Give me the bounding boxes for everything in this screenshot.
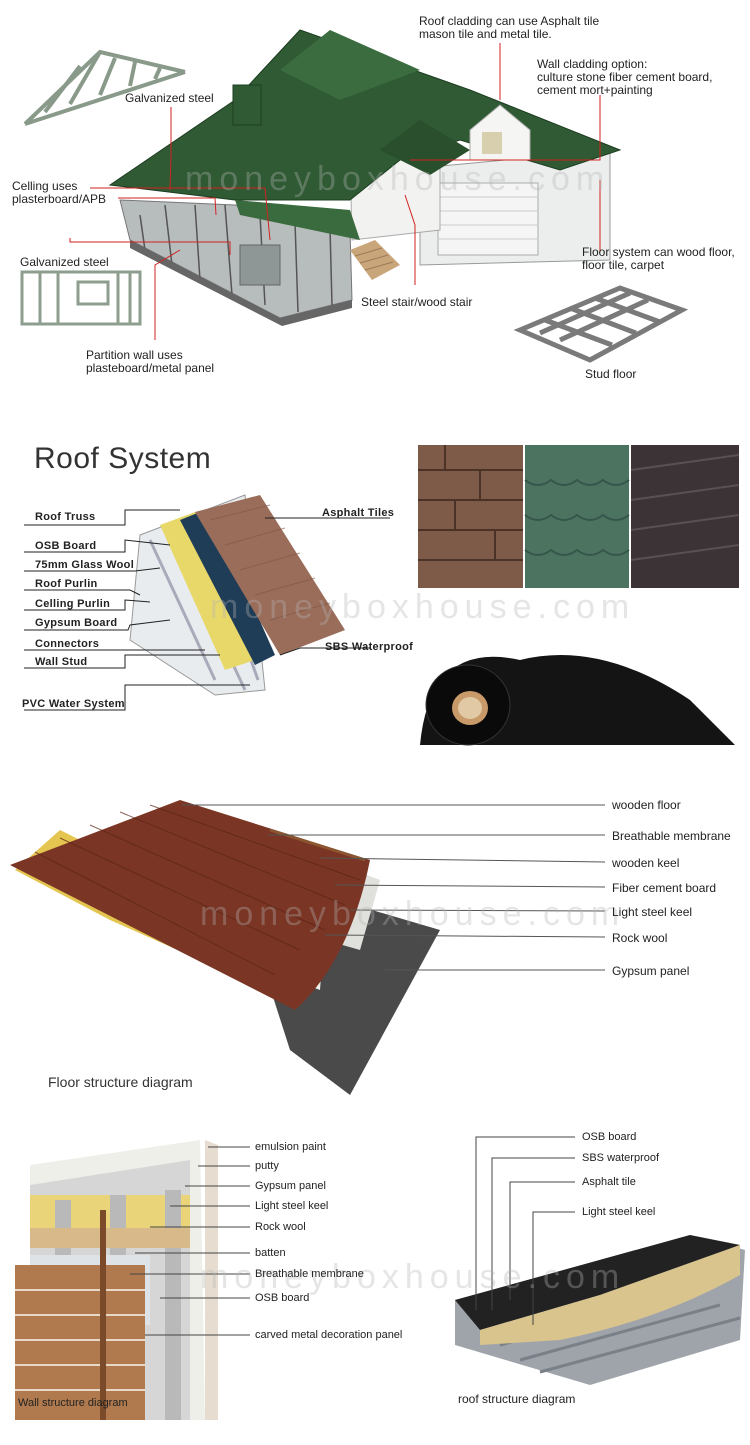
label-floor-system-2: floor tile, carpet bbox=[582, 258, 665, 272]
steel-wall-frame-illustration bbox=[20, 270, 142, 326]
label-pvc-water-system: PVC Water System bbox=[22, 698, 125, 710]
label-galvanized-steel-left: Galvanized steel bbox=[20, 255, 109, 269]
label-galvanized-steel-top: Galvanized steel bbox=[125, 91, 214, 105]
label-roof-cladding-1: Roof cladding can use Asphalt tile bbox=[419, 14, 600, 28]
label-floor-system-1: Floor system can wood floor, bbox=[582, 245, 735, 259]
wall-label-osb-board: OSB board bbox=[255, 1292, 310, 1304]
floor-label-gypsum-panel: Gypsum panel bbox=[612, 964, 690, 978]
label-connectors: Connectors bbox=[35, 638, 100, 650]
floor-label-breathable-membrane: Breathable membrane bbox=[612, 829, 731, 843]
wall-label-emulsion-paint: emulsion paint bbox=[255, 1141, 326, 1153]
label-asphalt-tiles: Asphalt Tiles bbox=[322, 507, 395, 519]
wall-leader-lines bbox=[130, 1146, 250, 1336]
roof-system-leader-lines bbox=[24, 509, 390, 711]
label-ceiling-1: Celling uses bbox=[12, 179, 78, 193]
watermark: moneyboxhouse.com bbox=[210, 588, 636, 626]
house-illustration bbox=[108, 29, 622, 326]
house-leader-lines bbox=[69, 43, 601, 340]
wall-label-gypsum-panel: Gypsum panel bbox=[255, 1180, 326, 1192]
roof-system-title: Roof System bbox=[34, 442, 212, 475]
wall-label-putty: putty bbox=[255, 1160, 279, 1172]
roof-struct-label-osb-board: OSB board bbox=[582, 1131, 637, 1143]
watermark: moneyboxhouse.com bbox=[200, 1258, 626, 1296]
label-sbs-waterproof: SBS Waterproof bbox=[325, 641, 414, 653]
label-roof-cladding-2: mason tile and metal tile. bbox=[419, 27, 552, 41]
roof-struct-label-sbs-waterproof: SBS waterproof bbox=[582, 1152, 660, 1164]
stud-floor-illustration bbox=[513, 285, 689, 363]
label-osb-board: OSB Board bbox=[35, 540, 97, 552]
roof-struct-label-light-steel-keel: Light steel keel bbox=[582, 1206, 656, 1218]
label-glass-wool: 75mm Glass Wool bbox=[35, 559, 135, 571]
label-roof-purlin: Roof Purlin bbox=[35, 578, 98, 590]
label-partition-1: Partition wall uses bbox=[86, 348, 183, 362]
roof-structure-leader-lines bbox=[475, 1136, 575, 1325]
label-celling-purlin: Celling Purlin bbox=[35, 598, 111, 610]
floor-label-light-steel-keel: Light steel keel bbox=[612, 905, 693, 919]
label-ceiling-2: plasterboard/APB bbox=[12, 192, 107, 206]
wall-label-batten: batten bbox=[255, 1247, 286, 1259]
roof-truss-illustration bbox=[23, 49, 186, 126]
floor-label-rock-wool: Rock wool bbox=[612, 931, 668, 945]
label-partition-2: plasteboard/metal panel bbox=[86, 361, 215, 375]
watermark: moneyboxhouse.com bbox=[200, 895, 626, 933]
label-wall-cladding-2: culture stone fiber cement board, bbox=[537, 70, 713, 84]
roof-struct-label-asphalt-tile: Asphalt tile bbox=[582, 1176, 636, 1188]
tile-samples bbox=[418, 445, 740, 746]
floor-label-fiber-cement-board: Fiber cement board bbox=[612, 881, 717, 895]
floor-illustration bbox=[10, 800, 440, 1095]
floor-label-wooden-keel: wooden keel bbox=[612, 856, 680, 870]
label-gypsum-board: Gypsum Board bbox=[35, 617, 118, 629]
roof-struct-caption: roof structure diagram bbox=[458, 1392, 576, 1406]
watermark: moneyboxhouse.com bbox=[185, 160, 611, 198]
floor-label-wooden-floor: wooden floor bbox=[612, 798, 681, 812]
wall-label-rock-wool: Rock wool bbox=[255, 1221, 306, 1233]
wall-label-carved-metal-panel: carved metal decoration panel bbox=[255, 1329, 403, 1341]
roof-section-illustration bbox=[129, 494, 345, 696]
label-wall-stud: Wall Stud bbox=[35, 656, 88, 668]
label-roof-truss: Roof Truss bbox=[35, 511, 96, 523]
label-stair: Steel stair/wood stair bbox=[361, 295, 473, 309]
label-wall-cladding-3: cement mort+painting bbox=[537, 83, 653, 97]
label-stud-floor: Stud floor bbox=[585, 367, 637, 381]
wall-label-breathable-membrane: Breathable membrane bbox=[255, 1268, 364, 1280]
wall-label-light-steel-keel: Light steel keel bbox=[255, 1200, 329, 1212]
wall-caption: Wall structure diagram bbox=[18, 1397, 128, 1409]
roof-structure-illustration bbox=[455, 1235, 745, 1385]
floor-leader-lines bbox=[182, 804, 606, 971]
floor-caption: Floor structure diagram bbox=[48, 1074, 193, 1090]
label-wall-cladding-1: Wall cladding option: bbox=[537, 57, 648, 71]
wall-illustration bbox=[15, 1140, 218, 1420]
